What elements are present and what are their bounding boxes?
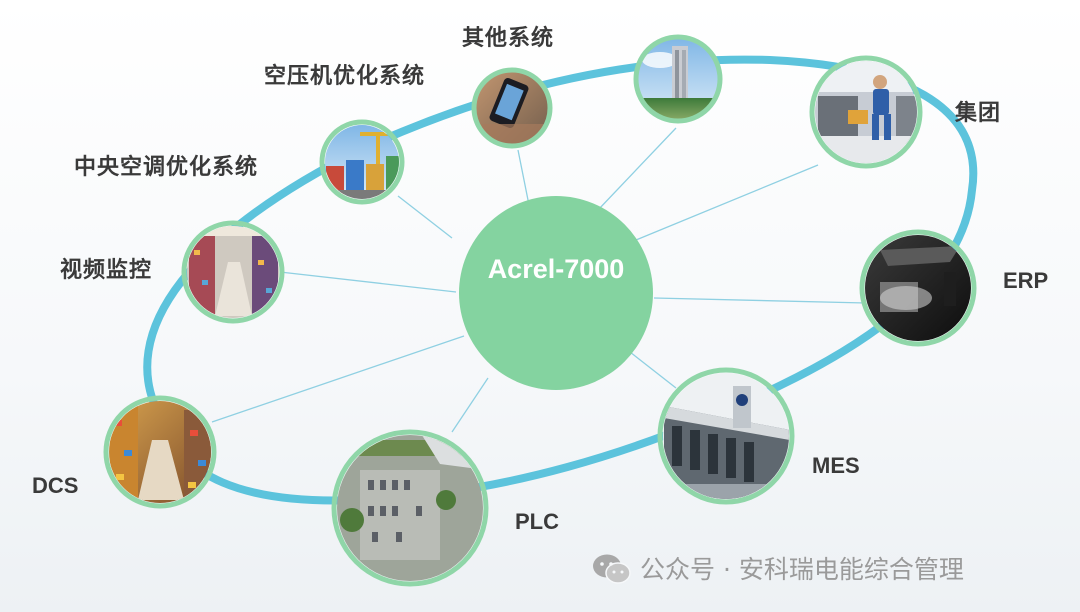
connector-building-tower — [597, 127, 677, 211]
connector-plc — [451, 377, 489, 433]
node-building-tower-photo — [633, 34, 723, 124]
center-hub — [459, 196, 653, 390]
node-erp-photo — [859, 229, 977, 347]
node-mes-photo — [657, 367, 795, 505]
connector-video-surveillance — [279, 271, 457, 293]
label-erp: ERP — [1003, 268, 1049, 293]
label-mes: MES — [812, 453, 860, 478]
connector-lines — [211, 127, 867, 433]
watermark-text: 公众号 · 安科瑞电能综合管理 — [640, 554, 964, 584]
node-plc-photo — [331, 429, 489, 587]
connector-erp — [653, 297, 867, 304]
connector-mes — [629, 351, 677, 389]
label-group: 集团 — [955, 101, 1002, 126]
watermark: 公众号 · 安科瑞电能综合管理 — [592, 552, 964, 586]
label-central-ac-optimization: 中央空调优化系统 — [74, 155, 259, 180]
center-hub-label: Acrel-7000 — [487, 254, 625, 284]
connector-central-ac — [397, 195, 453, 239]
connector-other-systems — [517, 149, 531, 211]
node-video-surveillance-photo — [181, 220, 285, 324]
connector-dcs — [211, 335, 465, 423]
label-dcs: DCS — [32, 473, 79, 498]
label-video-surveillance: 视频监控 — [60, 258, 153, 283]
label-other-systems: 其他系统 — [462, 26, 555, 51]
connector-group — [635, 164, 819, 241]
wechat-icon — [593, 554, 631, 584]
label-air-compressor-optimization: 空压机优化系统 — [264, 64, 426, 89]
node-other-systems-photo — [471, 67, 553, 149]
node-central-ac-photo — [319, 119, 405, 205]
label-plc: PLC — [515, 509, 559, 534]
node-group-photo — [809, 55, 923, 169]
node-dcs-photo — [103, 395, 217, 509]
